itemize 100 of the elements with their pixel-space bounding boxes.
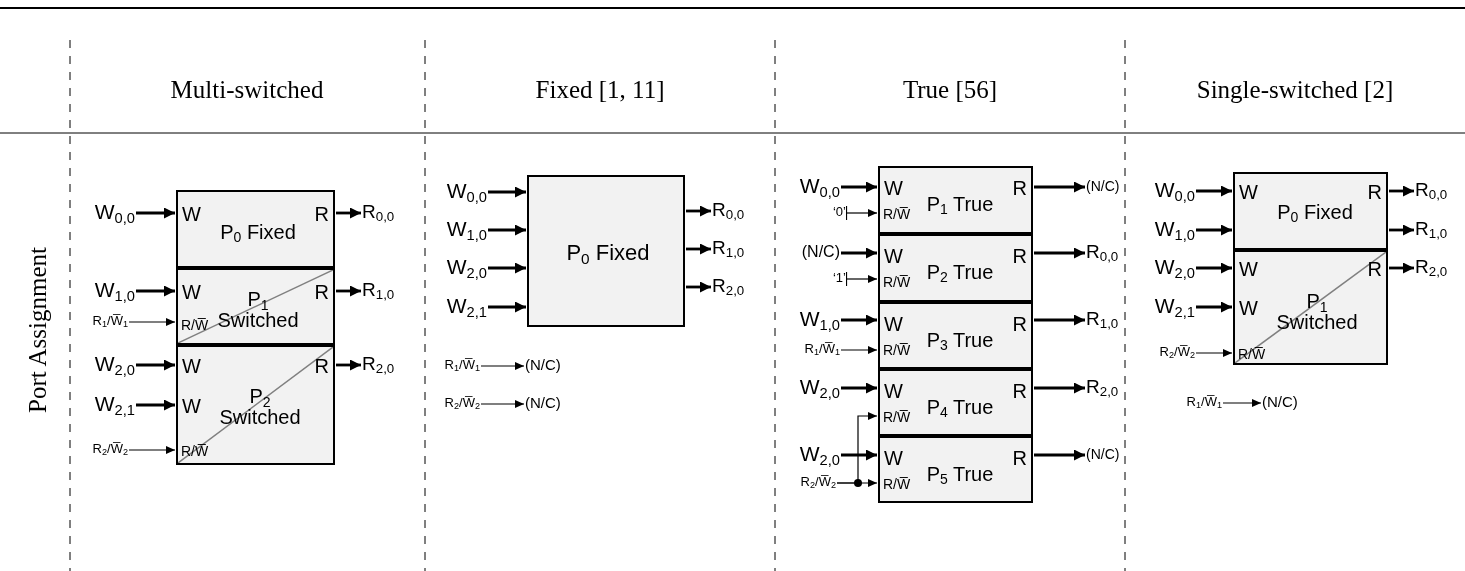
port-pin-label: R bbox=[1012, 381, 1027, 402]
signal-label: W$_{2,1}$ bbox=[446, 294, 487, 318]
arrow bbox=[845, 272, 878, 286]
port-pin-label: R bbox=[1012, 246, 1027, 267]
column-header: Single-switched [2] bbox=[1196, 76, 1394, 104]
port-pin-label: R/W̅ bbox=[883, 275, 911, 290]
signal-label: R$_{0,0}$ bbox=[712, 199, 745, 221]
arrow bbox=[128, 318, 176, 326]
arrow bbox=[480, 362, 525, 370]
arrow bbox=[836, 479, 878, 487]
arrow bbox=[1034, 314, 1085, 326]
arrow bbox=[136, 207, 175, 219]
signal-label: ‘1’ bbox=[833, 271, 846, 286]
arrow bbox=[336, 285, 361, 297]
signal-label: (N/C) bbox=[801, 243, 840, 261]
port-pin-label: R bbox=[314, 356, 329, 377]
port-pin-label: R/W̅ bbox=[883, 207, 911, 222]
signal-label: R$_{1}$/W̅$_{1}$ bbox=[1186, 395, 1222, 410]
memory-bank-box bbox=[878, 234, 1033, 302]
memory-bank-box bbox=[878, 436, 1033, 503]
memory-bank-box bbox=[527, 175, 685, 327]
port-pin-label: W bbox=[182, 204, 201, 225]
arrow bbox=[845, 206, 878, 220]
signal-label: W$_{0,0}$ bbox=[799, 174, 840, 198]
port-pin-label: W bbox=[884, 246, 903, 267]
signal-label: R$_{2}$/W̅$_{2}$ bbox=[444, 396, 480, 411]
signal-label: W$_{2,1}$ bbox=[1154, 294, 1195, 318]
signal-label: R$_{2,0}$ bbox=[1086, 376, 1119, 398]
port-pin-label: R bbox=[1012, 314, 1027, 335]
arrow bbox=[480, 400, 525, 408]
arrow bbox=[1222, 399, 1262, 407]
arrow bbox=[1389, 262, 1414, 274]
bank-label: P$_{0}$ Fixed bbox=[565, 241, 651, 265]
port-pin-label: R bbox=[314, 204, 329, 225]
bank-label: P$_{1}$ Switched bbox=[216, 289, 300, 331]
signal-label: W$_{2,1}$ bbox=[94, 392, 135, 416]
arrow bbox=[1195, 349, 1233, 357]
arrow bbox=[136, 359, 175, 371]
arrow bbox=[128, 446, 176, 454]
port-pin-label: W bbox=[884, 178, 903, 199]
memory-bank-box bbox=[1233, 172, 1388, 250]
arrow bbox=[841, 382, 877, 394]
signal-label: (N/C) bbox=[1262, 394, 1298, 411]
bank-label: P$_{1}$ Switched bbox=[1275, 291, 1359, 333]
signal-label: W$_{2,0}$ bbox=[799, 375, 840, 399]
port-pin-label: W bbox=[182, 356, 201, 377]
signal-label: R$_{0,0}$ bbox=[1086, 241, 1119, 263]
signal-label: W$_{2,0}$ bbox=[446, 255, 487, 279]
arrow bbox=[1389, 224, 1414, 236]
arrow bbox=[488, 186, 526, 198]
signal-label: (N/C) bbox=[525, 395, 561, 412]
bank-label: P$_{1}$ True bbox=[925, 193, 995, 215]
arrow bbox=[488, 224, 526, 236]
arrow bbox=[1196, 262, 1232, 274]
arrow bbox=[1196, 224, 1232, 236]
arrow bbox=[488, 301, 526, 313]
signal-label: R$_{2}$/W̅$_{2}$ bbox=[1159, 345, 1195, 360]
arrow bbox=[136, 399, 175, 411]
arrow bbox=[686, 281, 711, 293]
arrow bbox=[1196, 301, 1232, 313]
bank-label: P$_{3}$ True bbox=[925, 329, 995, 351]
port-pin-label: R bbox=[1012, 178, 1027, 199]
signal-label: W$_{0,0}$ bbox=[1154, 178, 1195, 202]
signal-label: W$_{0,0}$ bbox=[94, 200, 135, 224]
port-pin-label: R bbox=[1367, 182, 1382, 203]
column-header: True [56] bbox=[902, 76, 998, 104]
memory-bank-box bbox=[878, 369, 1033, 436]
port-pin-label: R/W̅ bbox=[181, 444, 209, 459]
signal-label: W$_{2,0}$ bbox=[94, 352, 135, 376]
signal-label: (N/C) bbox=[525, 357, 561, 374]
signal-label: R$_{1,0}$ bbox=[712, 237, 745, 259]
port-pin-label: R bbox=[1012, 448, 1027, 469]
signal-label: W$_{1,0}$ bbox=[94, 278, 135, 302]
arrow bbox=[840, 346, 878, 354]
bank-label: P$_{0}$ Fixed bbox=[1276, 201, 1354, 223]
bank-label: P$_{2}$ True bbox=[925, 261, 995, 283]
arrow bbox=[841, 314, 877, 326]
port-pin-label: R bbox=[314, 282, 329, 303]
column-header: Fixed [1, 11] bbox=[535, 76, 665, 104]
signal-label: R$_{2,0}$ bbox=[1415, 256, 1448, 278]
port-pin-label: R/W̅ bbox=[181, 318, 209, 333]
arrow bbox=[1389, 185, 1414, 197]
port-pin-label: R/W̅ bbox=[883, 477, 911, 492]
port-pin-label: W bbox=[884, 381, 903, 402]
signal-label: R$_{0,0}$ bbox=[1415, 179, 1448, 201]
arrow bbox=[136, 285, 175, 297]
port-pin-label: R/W̅ bbox=[1238, 347, 1266, 362]
arrow bbox=[686, 205, 711, 217]
signal-label: ‘0’ bbox=[833, 205, 846, 220]
arrow bbox=[1034, 382, 1085, 394]
port-pin-label: W bbox=[1239, 298, 1258, 319]
arrow bbox=[1034, 247, 1085, 259]
arrow bbox=[336, 359, 361, 371]
port-pin-label: R bbox=[1367, 259, 1382, 280]
signal-label: R$_{2,0}$ bbox=[712, 275, 745, 297]
bank-label: P$_{5}$ True bbox=[925, 463, 995, 485]
port-pin-label: W bbox=[182, 396, 201, 417]
signal-label: R$_{0,0}$ bbox=[362, 201, 395, 223]
port-pin-label: R/W̅ bbox=[883, 343, 911, 358]
port-pin-label: W bbox=[1239, 259, 1258, 280]
